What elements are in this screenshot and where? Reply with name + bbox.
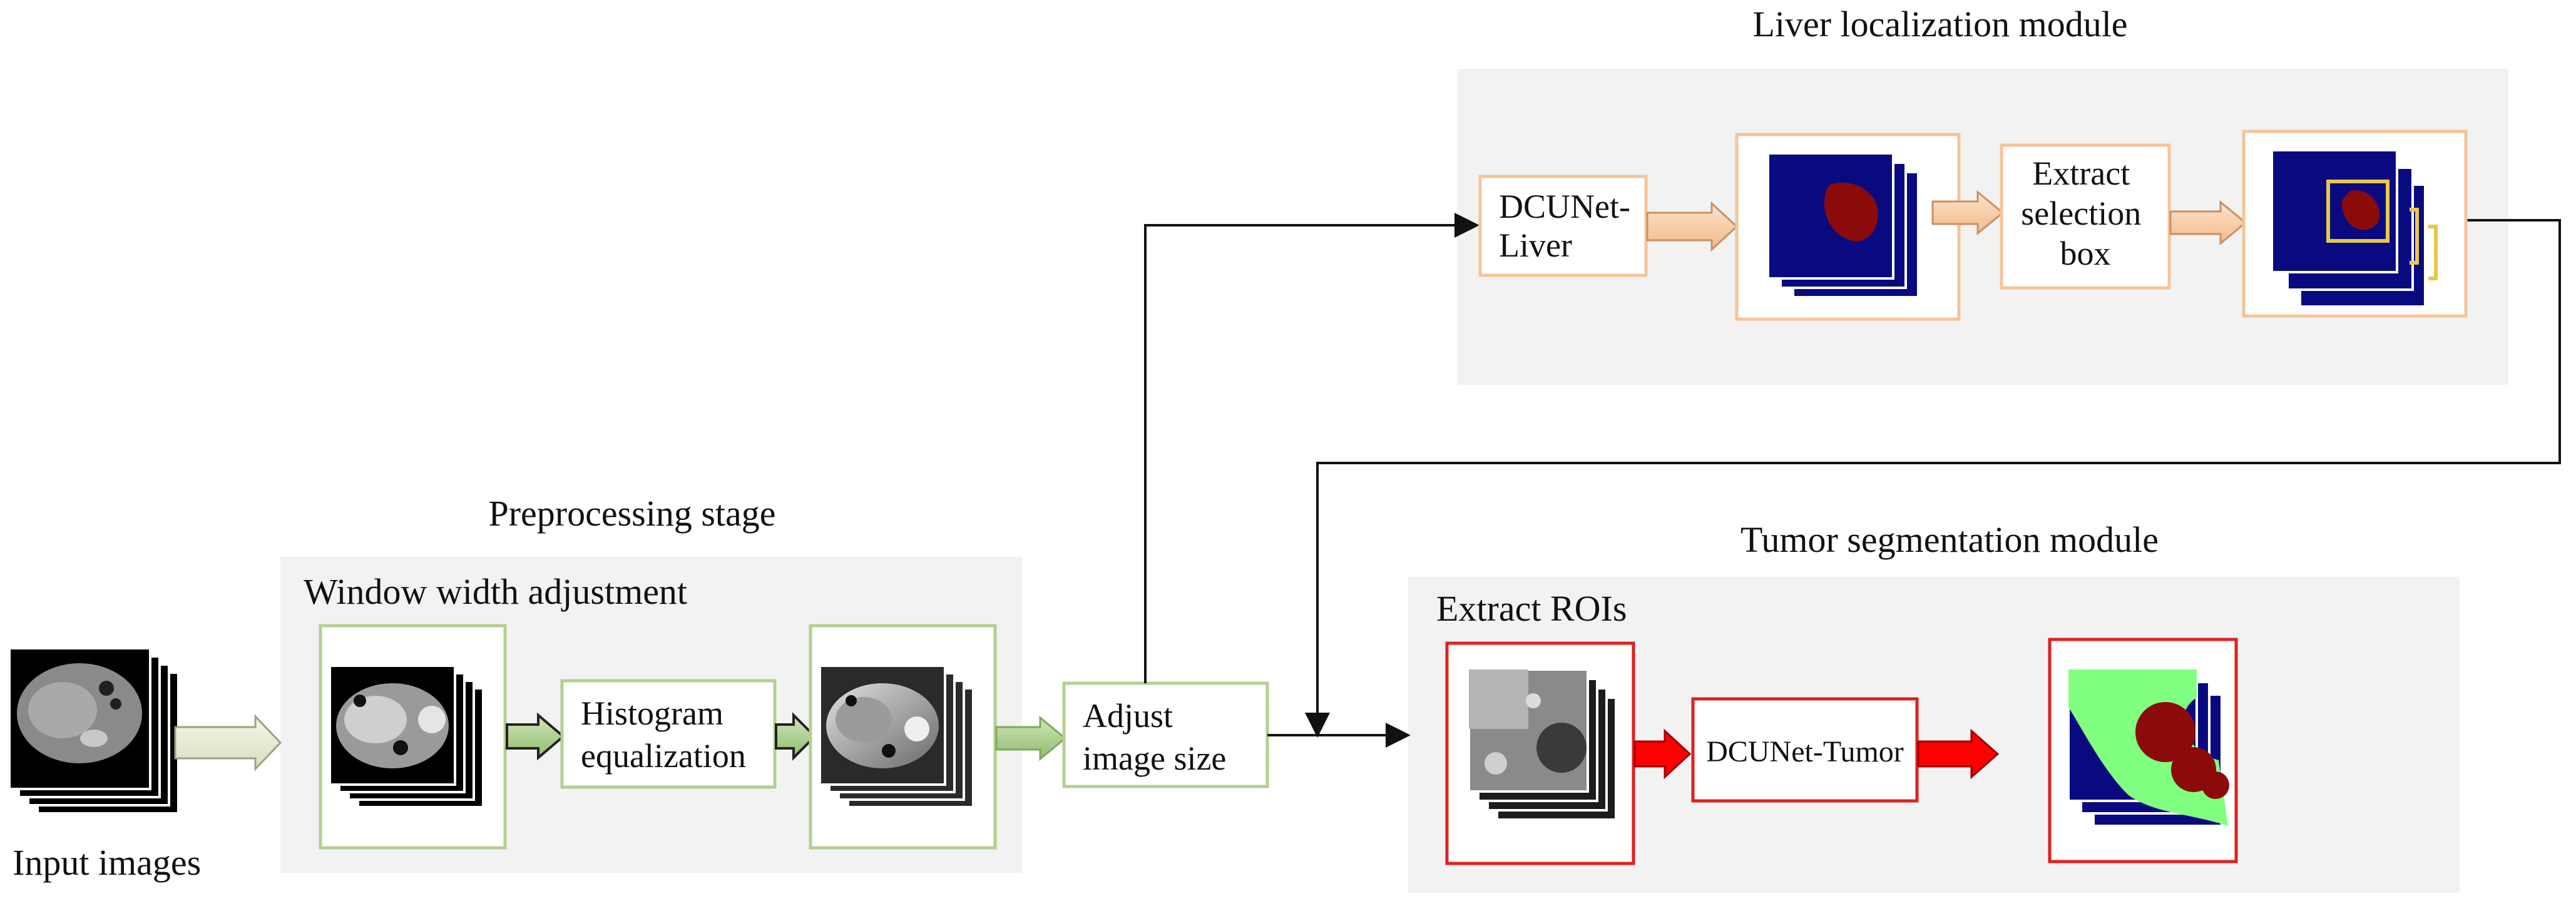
roi-image-stack xyxy=(1468,668,1617,821)
orange-arrow-1 xyxy=(1646,201,1739,252)
adjust-label: Adjust image size xyxy=(1083,697,1226,777)
preprocessing-title: Preprocessing stage xyxy=(488,493,775,534)
selection-box-frame xyxy=(2326,180,2389,243)
extract-selection-line-1: Extract xyxy=(2032,155,2130,192)
connector-liver-feedback xyxy=(1305,219,2561,738)
red-arrow-2 xyxy=(1917,728,2000,780)
tumor-lesion-1 xyxy=(2135,702,2195,762)
dcunet-liver-box xyxy=(1478,175,1648,277)
extract-rois-label: Extract ROIs xyxy=(1436,588,1627,629)
red-arrow-1 xyxy=(1633,728,1692,780)
histogram-label-line-1: Histogram xyxy=(581,695,723,732)
extract-selection-box xyxy=(2000,143,2171,290)
tumor-result-stack xyxy=(2067,668,2229,827)
liver-box-stack xyxy=(2271,149,2438,308)
equalized-image-stack xyxy=(819,664,974,808)
dcunet-tumor-label: DCUNet-Tumor xyxy=(1706,735,1904,768)
liver-shape-small xyxy=(2341,190,2380,230)
extract-selection-line-2: selection xyxy=(2021,195,2141,232)
dcunet-tumor-box xyxy=(1691,697,1919,803)
input-images-label: Input images xyxy=(13,842,201,883)
adjust-label-line-2: image size xyxy=(1083,740,1226,777)
green-arrow-1 xyxy=(506,712,566,761)
liver-module-title: Liver localization module xyxy=(1752,4,2127,44)
green-arrow-2 xyxy=(775,712,817,761)
green-arrow-3 xyxy=(995,715,1067,761)
selection-bracket-2 xyxy=(2428,225,2438,280)
histogram-label-line-2: equalization xyxy=(581,737,746,775)
orange-arrow-3 xyxy=(2169,200,2247,246)
window-width-image-stack xyxy=(329,664,484,808)
adjust-size-box xyxy=(1062,681,1269,788)
liver-mask-stack xyxy=(1767,152,1919,298)
dcunet-liver-line-1: DCUNet- xyxy=(1499,188,1630,225)
selection-bracket-1 xyxy=(2410,208,2419,265)
input-image-stack xyxy=(8,647,180,815)
window-width-label: Window width adjustment xyxy=(304,571,687,612)
tumor-lesion-3 xyxy=(2202,771,2229,799)
connector-to-liver-module xyxy=(1144,213,1480,683)
dcunet-liver-line-2: Liver xyxy=(1499,227,1572,264)
liver-shape xyxy=(1824,182,1878,242)
adjust-label-line-1: Adjust xyxy=(1083,697,1173,735)
histogram-label: Histogram equalization xyxy=(581,695,746,775)
dcunet-liver-label: DCUNet- Liver xyxy=(1499,188,1638,264)
input-arrow xyxy=(174,714,282,771)
extract-selection-label: Extract selection box xyxy=(2021,155,2149,272)
tumor-module-title: Tumor segmentation module xyxy=(1740,519,2159,560)
extract-selection-line-3: box xyxy=(2060,235,2111,272)
orange-arrow-2 xyxy=(1931,190,2005,236)
